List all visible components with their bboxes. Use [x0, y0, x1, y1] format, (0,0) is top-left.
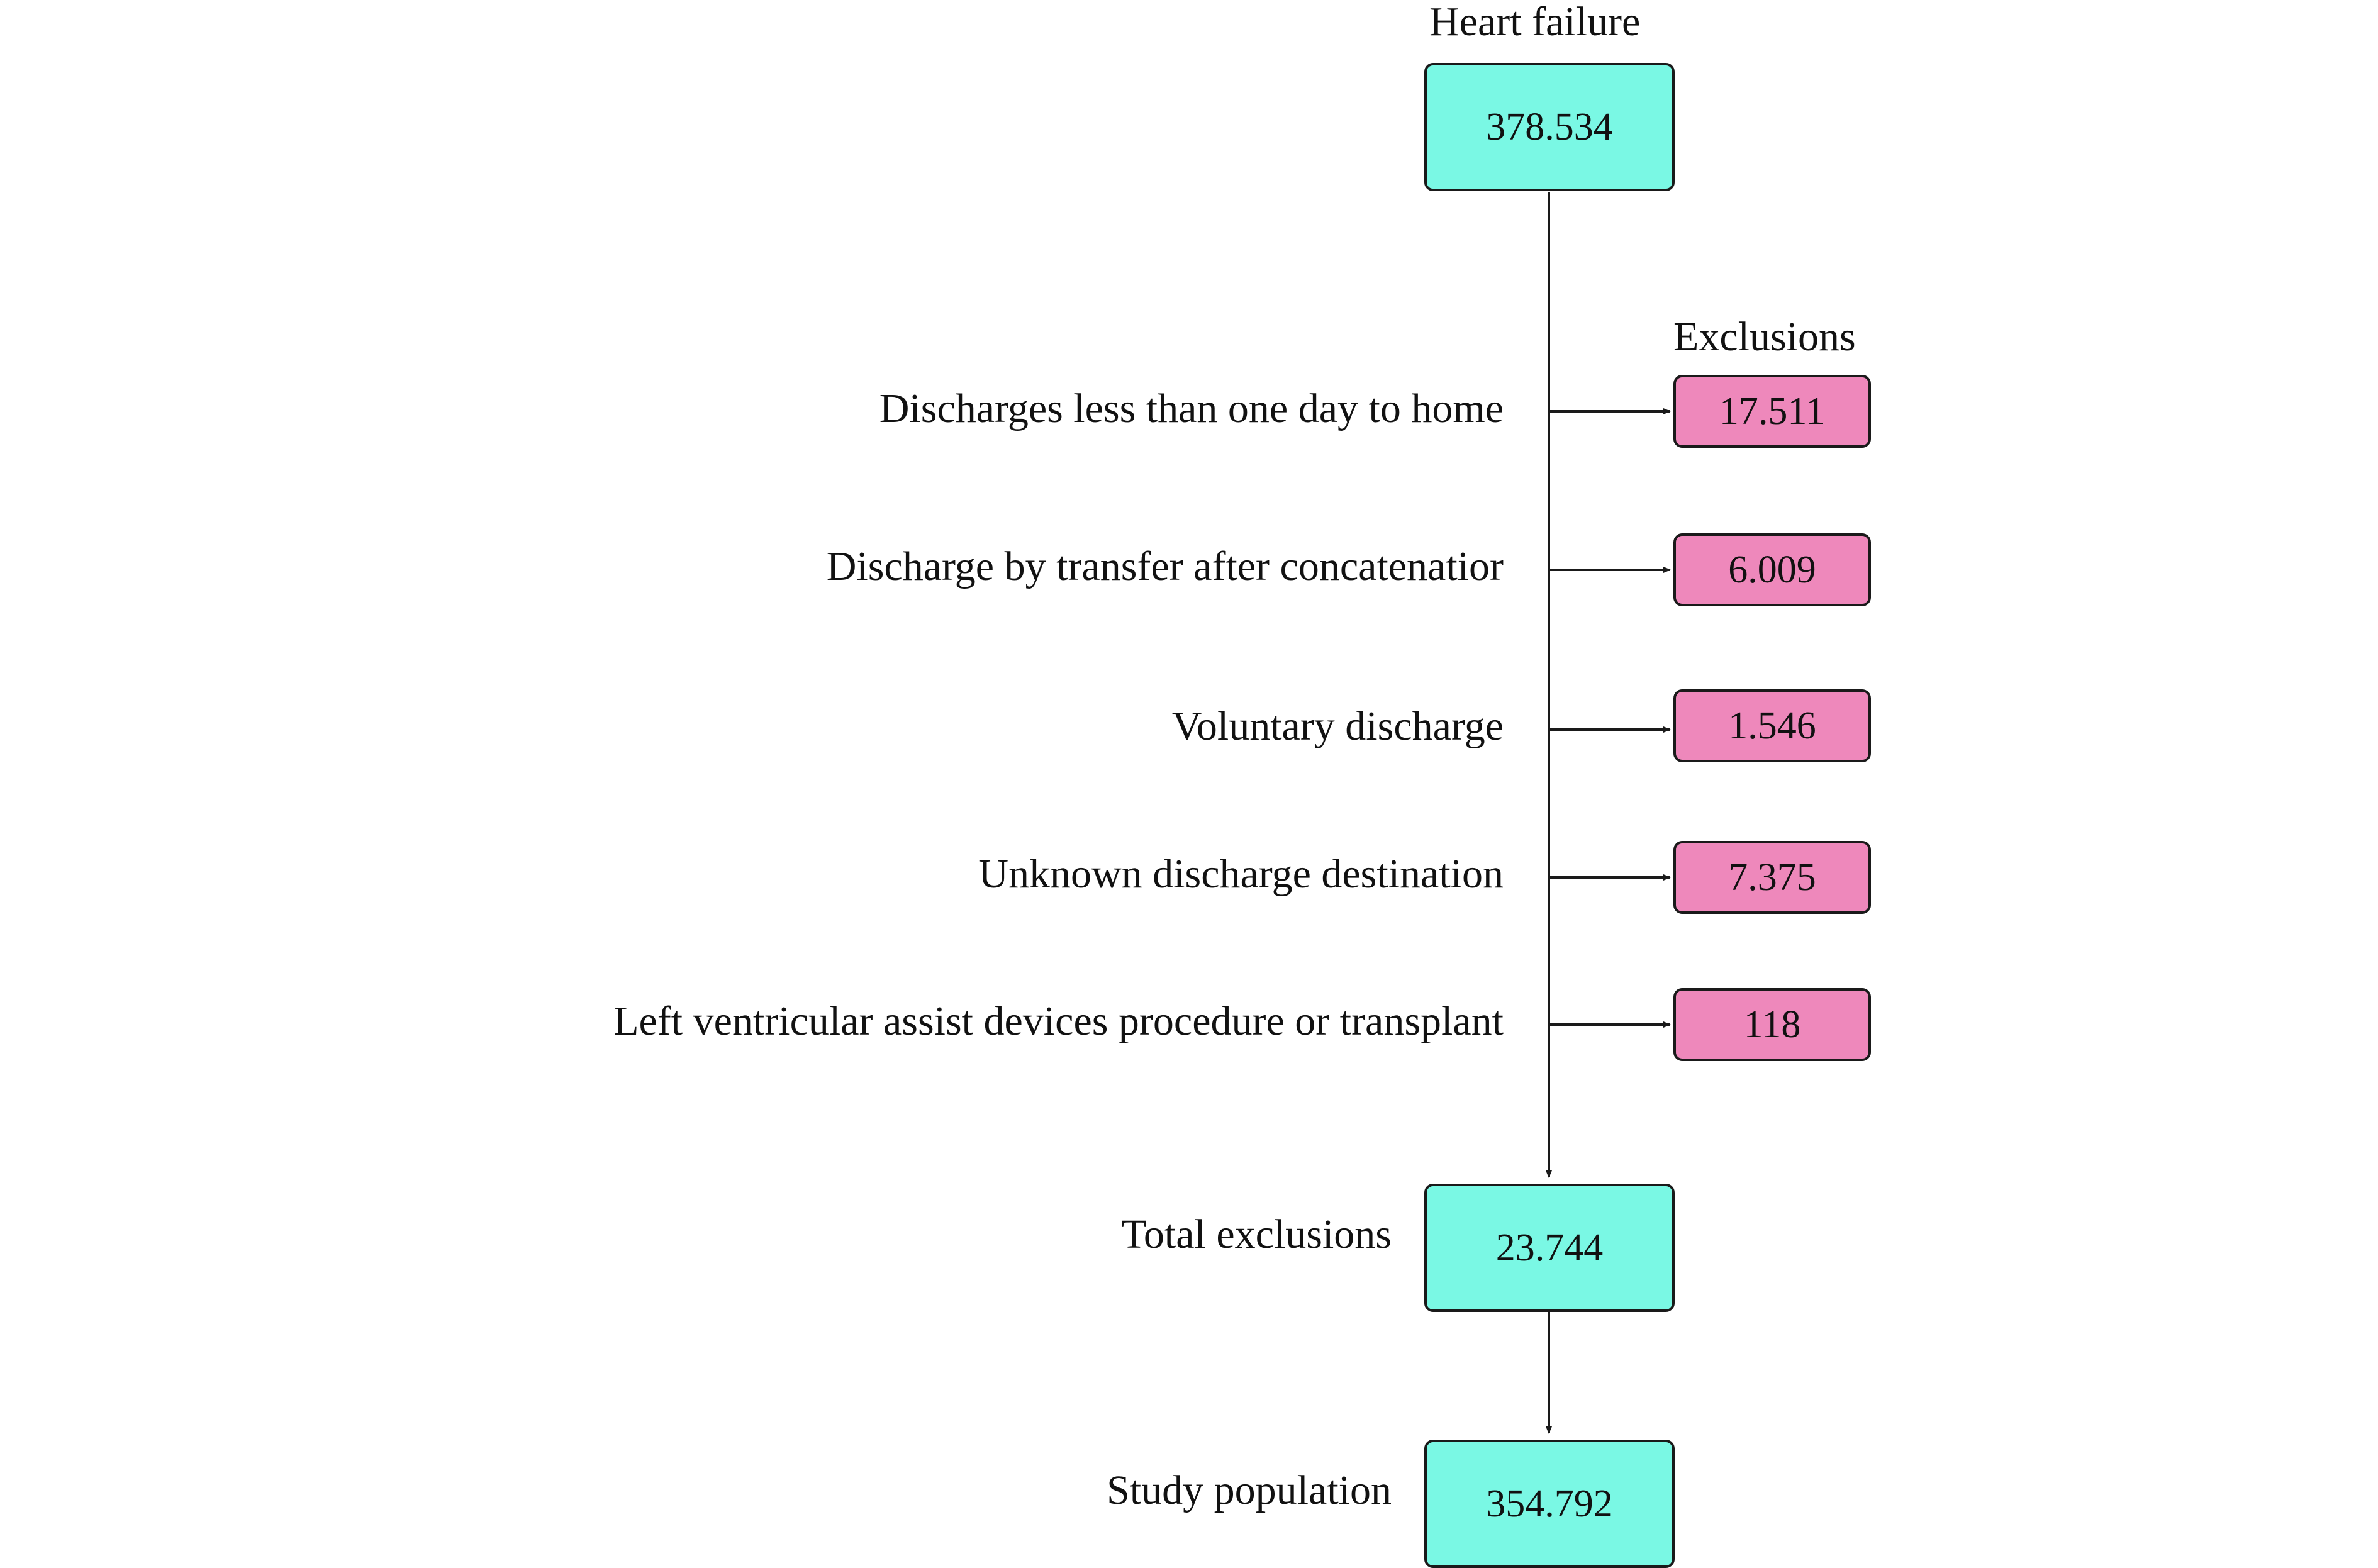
exclusion-value-2: 6.009: [1728, 548, 1816, 591]
exclusion-label-2: Discharge by transfer after concatenatio…: [826, 543, 1504, 589]
start-title: Heart failure: [1429, 0, 1641, 45]
exclusion-value-4: 7.375: [1728, 856, 1816, 899]
start-value: 378.534: [1486, 106, 1613, 148]
exclusion-label-3: Voluntary discharge: [1171, 703, 1504, 749]
exclusion-label-1: Discharges less than one day to home: [879, 386, 1504, 431]
exclusion-box-4: 7.375: [1673, 841, 1871, 914]
exclusion-box-5: 118: [1673, 988, 1871, 1061]
exclusion-box-1: 17.511: [1673, 375, 1871, 448]
study-population-box: 354.792: [1424, 1440, 1675, 1568]
total-exclusions-box: 23.744: [1424, 1184, 1675, 1312]
study-population-value: 354.792: [1486, 1482, 1613, 1525]
exclusion-label-4: Unknown discharge destination: [978, 851, 1504, 897]
total-exclusions-label: Total exclusions: [1121, 1211, 1392, 1257]
exclusion-box-3: 1.546: [1673, 689, 1871, 762]
study-population-label: Study population: [1107, 1467, 1392, 1513]
total-exclusions-value: 23.744: [1495, 1226, 1604, 1269]
exclusion-box-2: 6.009: [1673, 533, 1871, 606]
exclusion-value-1: 17.511: [1719, 390, 1826, 433]
exclusions-header: Exclusions: [1673, 314, 1856, 360]
exclusion-value-3: 1.546: [1728, 704, 1816, 747]
start-box: 378.534: [1424, 63, 1675, 191]
exclusion-value-5: 118: [1743, 1003, 1801, 1046]
exclusion-label-5: Left ventricular assist devices procedur…: [613, 998, 1504, 1044]
